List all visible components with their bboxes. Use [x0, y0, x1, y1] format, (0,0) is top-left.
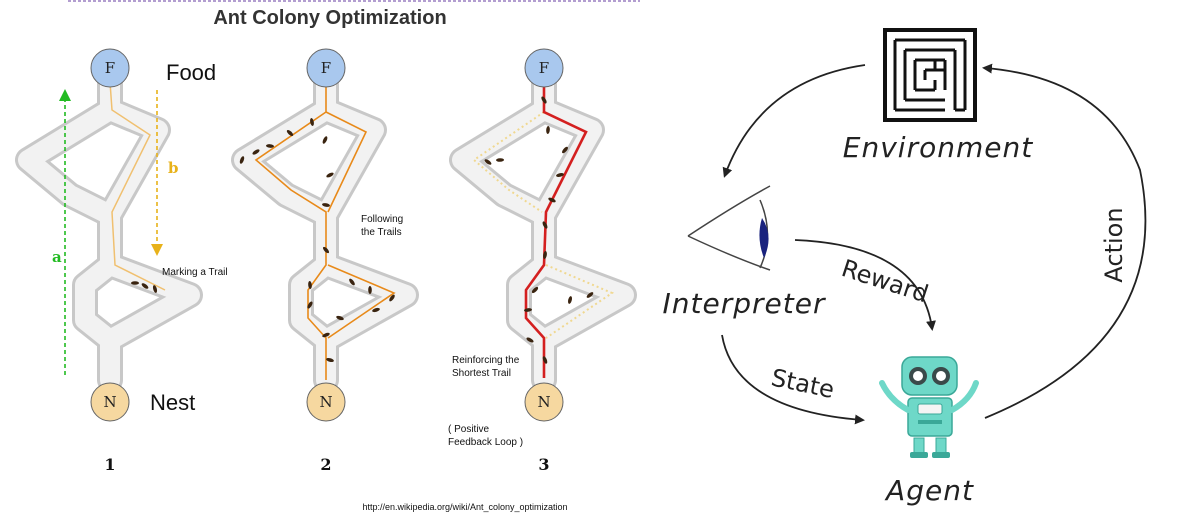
ant: [336, 315, 344, 321]
ant: [531, 286, 539, 294]
ant: [524, 308, 532, 312]
arrow-b-label: b: [168, 159, 179, 177]
ant: [239, 156, 245, 164]
ant: [152, 285, 158, 293]
nest-node: [306, 382, 346, 422]
food-node: [90, 48, 130, 88]
ant: [286, 130, 294, 136]
ant: [496, 158, 504, 162]
shortest-trail: [524, 85, 588, 378]
ant: [307, 301, 313, 309]
ant: [368, 286, 372, 294]
interpreter-label: Interpreter: [663, 287, 826, 320]
panel-number-2: 2: [320, 455, 331, 474]
ant: [349, 278, 355, 286]
reward-label: Reward: [838, 254, 932, 308]
ant: [586, 292, 594, 298]
state-label: State: [769, 363, 837, 404]
maze-icon: [883, 28, 977, 122]
ant: [526, 337, 534, 343]
ant: [252, 149, 260, 155]
nest-node-letter: N: [537, 393, 550, 411]
ant: [322, 203, 330, 207]
food-node: [306, 48, 346, 88]
robot-icon: [879, 356, 979, 458]
nest-node-letter: N: [319, 393, 332, 411]
food-node-letter: F: [321, 59, 331, 77]
aco-panel: Ant Colony Optimization a b Marking a Tr…: [15, 0, 640, 512]
aco-stage-3: Reinforcing the Shortest Trail ( Positiv…: [448, 48, 637, 474]
ant: [322, 332, 330, 338]
ant: [141, 283, 149, 289]
marking-note: Marking a Trail: [162, 267, 228, 278]
food-node: [524, 48, 564, 88]
reinforcing-note-line-1: Reinforcing the: [452, 355, 520, 366]
ant: [131, 281, 139, 285]
evaporating-trails: [472, 111, 615, 339]
nest-label: Nest: [150, 390, 195, 415]
panel-number-3: 3: [538, 455, 549, 474]
nest-node: [524, 382, 564, 422]
ant: [546, 126, 550, 134]
ant: [541, 96, 547, 104]
action-arrow: [982, 63, 1147, 419]
aco-stage-1: a b Marking a Trail F N Food Nest 1: [15, 48, 228, 474]
action-label: Action: [1100, 207, 1128, 282]
ant: [372, 307, 380, 313]
ant: [322, 136, 328, 144]
source-url: http://en.wikipedia.org/wiki/Ant_colony_…: [362, 502, 567, 512]
feedback-note-line-2: Feedback Loop ): [448, 437, 523, 448]
panel-number-1: 1: [104, 455, 115, 474]
ant: [322, 246, 330, 254]
reward-arrow: [794, 239, 936, 331]
aco-stage-2: Following the Trails F N 2: [231, 48, 419, 474]
ant: [326, 357, 334, 363]
ant: [389, 294, 395, 302]
reinforcing-note-line-2: Shortest Trail: [452, 368, 511, 379]
ant: [543, 251, 547, 259]
eye-icon: [687, 185, 771, 271]
ant: [310, 118, 314, 126]
ant: [548, 197, 556, 203]
ant: [556, 173, 564, 177]
following-note-line-2: the Trails: [361, 227, 402, 238]
ant: [326, 172, 334, 178]
marking-trail: [109, 81, 166, 291]
food-label: Food: [166, 60, 216, 85]
environment-label: Environment: [843, 131, 1033, 164]
ant: [266, 144, 274, 148]
food-node-letter: F: [539, 59, 549, 77]
agent-label: Agent: [884, 474, 974, 507]
ant: [484, 159, 492, 165]
ant: [568, 296, 572, 304]
state-arrow: [721, 334, 865, 425]
ant: [308, 281, 312, 289]
aco-title: Ant Colony Optimization: [213, 7, 446, 29]
feedback-note-line-1: ( Positive: [448, 424, 490, 435]
food-node-letter: F: [105, 59, 115, 77]
ant: [562, 146, 568, 154]
rl-diagram: Environment Interpreter Agent: [663, 28, 1147, 507]
nest-node: [90, 382, 130, 422]
ant: [542, 221, 548, 229]
ants-layer: [131, 96, 594, 364]
env-to-interpreter-arrow: [722, 64, 866, 178]
following-note-line-1: Following: [361, 214, 403, 225]
ant: [542, 356, 548, 364]
followed-trails: [254, 85, 396, 380]
nest-node-letter: N: [103, 393, 116, 411]
arrow-a-label: a: [52, 248, 62, 266]
